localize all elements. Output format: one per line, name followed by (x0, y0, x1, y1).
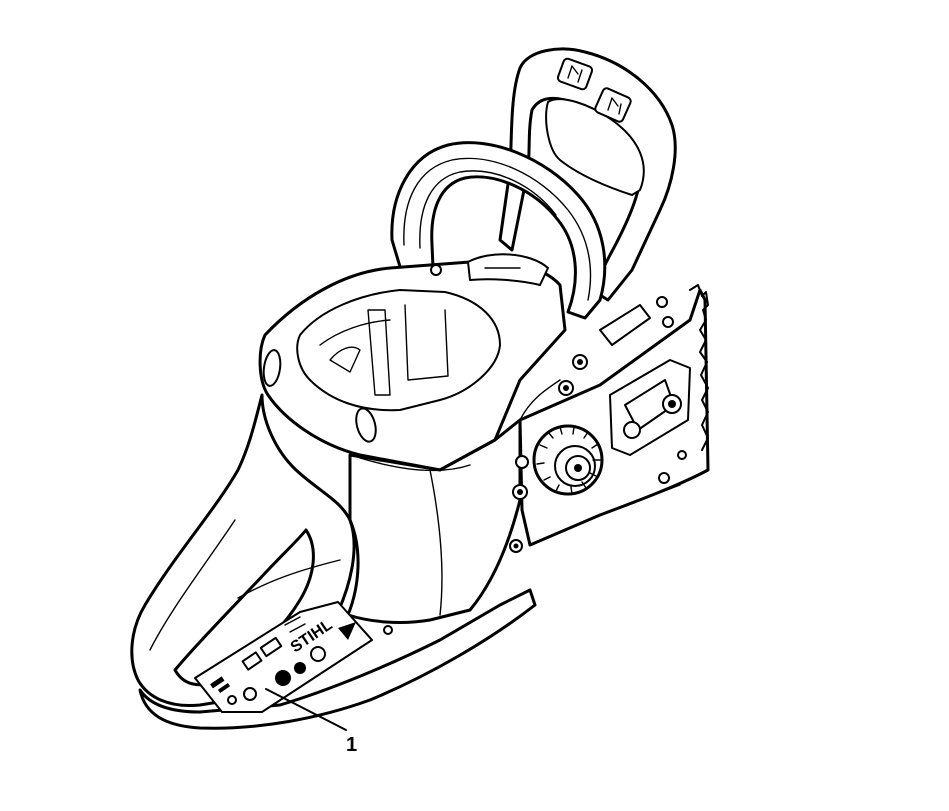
rear-handle (498, 47, 677, 302)
housing (130, 253, 567, 730)
callout-1: 1 (265, 688, 357, 756)
front-handle (390, 141, 607, 320)
callout-number: 1 (346, 734, 357, 756)
rating-label-plate: STIHL (194, 601, 373, 713)
callout-leader-line (265, 688, 347, 731)
sprocket-side-plate (509, 284, 710, 553)
